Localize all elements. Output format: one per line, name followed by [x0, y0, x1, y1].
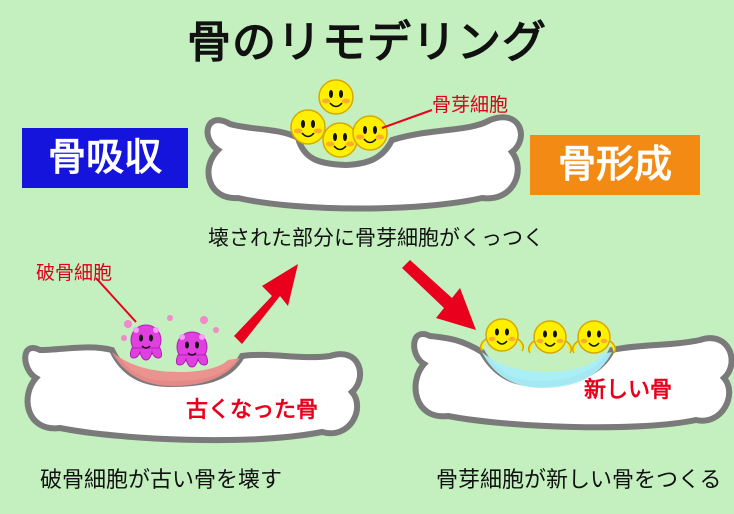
arrow-down-right: [402, 260, 476, 330]
left-caption: 破骨細胞が古い骨を壊す: [40, 468, 283, 493]
resorbed-area: [112, 352, 240, 386]
osteoblast-pointer-line: [381, 109, 433, 129]
arrow-up-right: [234, 264, 298, 344]
osteoblast-label: 骨芽細胞: [432, 94, 509, 116]
right-bone: [411, 331, 734, 431]
osteoblast-cluster-top: [290, 79, 388, 158]
page-title: 骨のリモデリング: [187, 17, 547, 68]
osteoclast-pair: [121, 315, 219, 368]
formation-box: 骨形成: [530, 135, 700, 195]
osteoclast-pointer-line: [95, 277, 137, 323]
left-bone: [22, 344, 363, 444]
old-bone-label: 古くなった骨: [186, 398, 319, 423]
osteoclast-label: 破骨細胞: [36, 262, 113, 284]
osteoblast-cluster-right: [479, 318, 617, 354]
new-bone-area: [482, 352, 612, 388]
resorption-box: 骨吸収: [22, 128, 188, 188]
center-caption: 壊された部分に骨芽細胞がくっつく: [208, 226, 544, 250]
right-caption: 骨芽細胞が新しい骨をつくる: [436, 468, 722, 493]
new-bone-label: 新しい骨: [584, 378, 673, 403]
top-bone: [204, 114, 524, 212]
